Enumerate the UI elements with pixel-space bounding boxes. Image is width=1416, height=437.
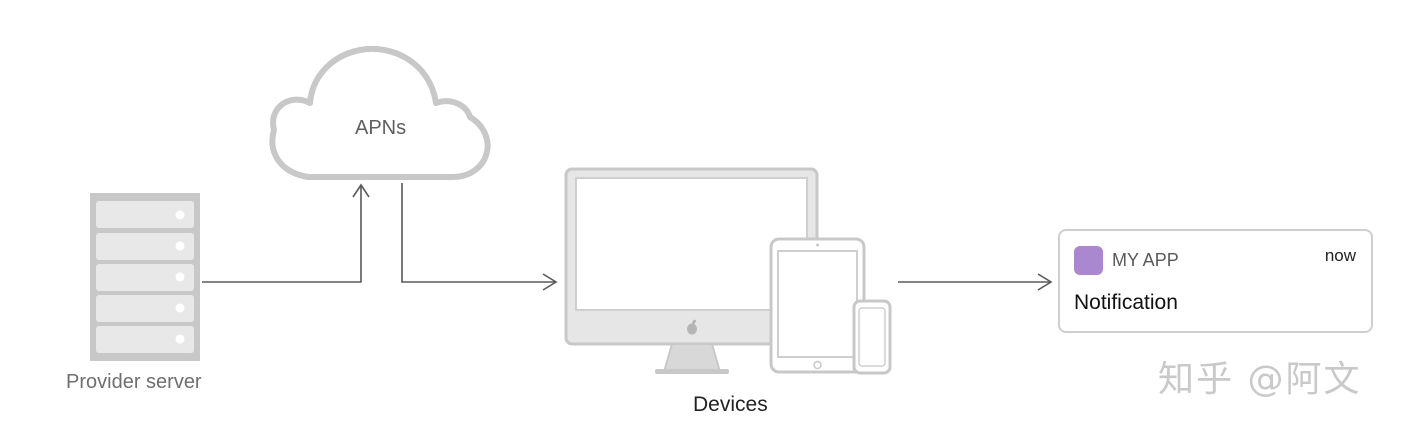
server-icon <box>90 193 200 361</box>
notification-card[interactable]: MY APP now Notification <box>1058 229 1373 333</box>
notification-title: Notification <box>1074 291 1178 314</box>
notification-time: now <box>1324 246 1356 265</box>
cloud-icon <box>269 45 491 180</box>
devices-label: Devices <box>693 393 768 416</box>
flow-arrows <box>202 183 1053 291</box>
ipad-icon <box>769 237 866 374</box>
watermark: 知乎 @阿文 <box>1158 359 1362 400</box>
provider-server-label: Provider server <box>66 371 202 393</box>
provider-to-apns-arrow <box>202 185 362 283</box>
app-icon <box>1074 246 1103 275</box>
apns-label: APNs <box>355 117 407 139</box>
iphone-icon <box>852 299 892 375</box>
imac-icon <box>564 167 819 374</box>
apple-logo-icon <box>687 319 697 335</box>
notification-app-name: MY APP <box>1112 250 1179 270</box>
apns-to-devices-arrow <box>401 183 556 283</box>
